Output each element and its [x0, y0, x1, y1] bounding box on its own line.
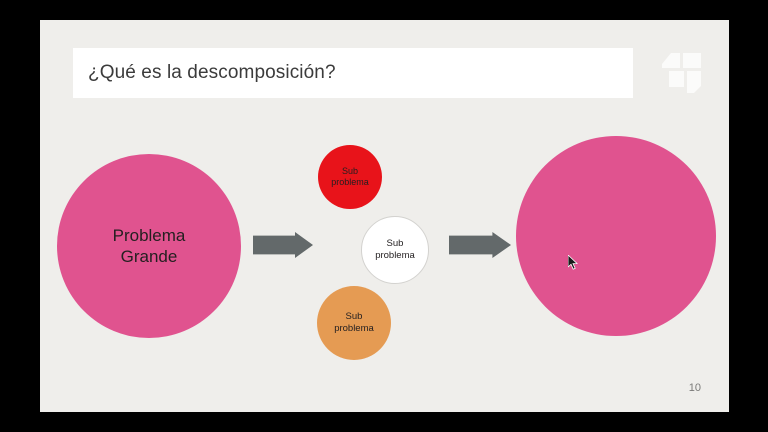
node-sub-problema-blanco[interactable]: Sub problema — [361, 216, 429, 284]
node-sub-problema-rojo[interactable]: Sub problema — [318, 145, 382, 209]
node-problema-grande[interactable]: Problema Grande — [57, 154, 241, 338]
node-label-line1: Problema — [112, 225, 186, 245]
arrow-right-icon-decompose — [253, 232, 313, 258]
node-label-line2: problema — [334, 323, 374, 334]
node-label-line1: Sub — [386, 238, 404, 250]
slide-page-number: 10 — [688, 382, 701, 394]
node-sub-problema-naranja-label: Sub problema — [334, 311, 374, 335]
node-sub-problema-blanco-label: Sub problema — [375, 238, 415, 262]
node-label-line1: Sub — [341, 165, 358, 176]
node-label-line2: problema — [375, 250, 415, 261]
page-title: ¿Qué es la descomposición? — [88, 62, 336, 83]
node-label-line2: problema — [331, 177, 369, 187]
node-problema-grande-label: Problema Grande — [99, 225, 200, 268]
node-label-line2: Grande — [120, 247, 178, 266]
node-sub-problema-naranja[interactable]: Sub problema — [317, 286, 391, 360]
node-label-line1: Sub — [345, 311, 363, 323]
node-sub-problema-rojo-label: Sub problema — [331, 166, 369, 189]
slide-title-box: ¿Qué es la descomposición? — [73, 48, 633, 98]
node-resultado[interactable] — [516, 136, 716, 336]
four-quadrant-logo-icon — [662, 48, 704, 96]
presentation-slide: ¿Qué es la descomposición? Problema Gran… — [40, 20, 729, 412]
arrow-right-icon-recompose — [449, 232, 511, 258]
